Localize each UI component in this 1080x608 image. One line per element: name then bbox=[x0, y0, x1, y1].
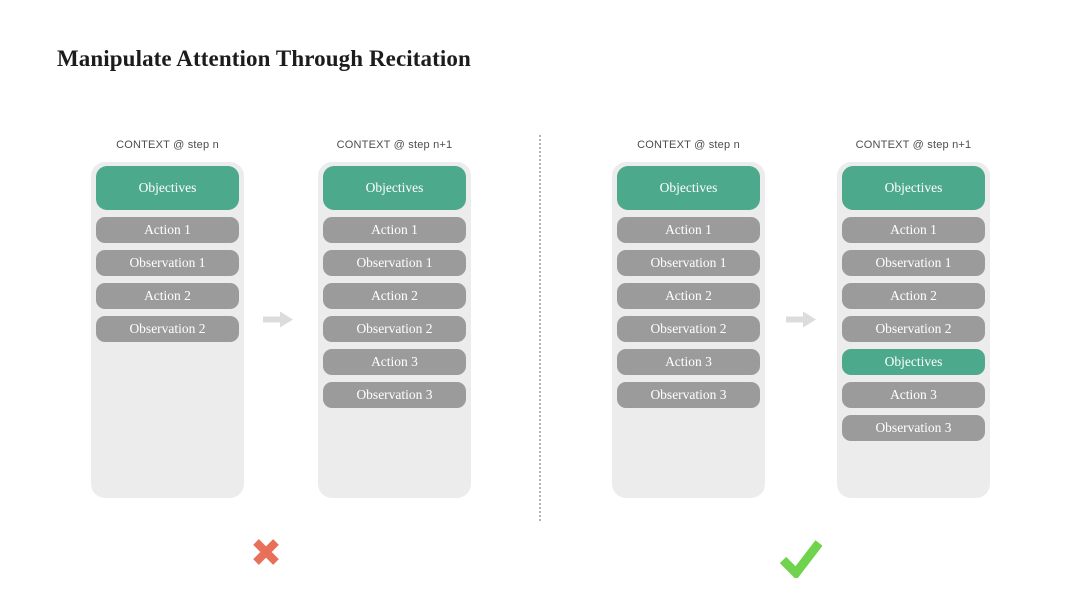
step-pill: Action 2 bbox=[323, 283, 466, 309]
step-pill: Action 1 bbox=[842, 217, 985, 243]
context-header-step-n1-right: CONTEXT @ step n+1 bbox=[855, 139, 972, 151]
step-pill: Observation 1 bbox=[96, 250, 239, 276]
arrow-right-icon bbox=[786, 311, 816, 328]
step-pill: Observation 2 bbox=[842, 316, 985, 342]
context-header-step-n1-left: CONTEXT @ step n+1 bbox=[336, 139, 453, 151]
step-pill: Observation 2 bbox=[96, 316, 239, 342]
objectives-pill: Objectives bbox=[617, 166, 760, 210]
step-pill: Action 3 bbox=[842, 382, 985, 408]
objectives-pill: Objectives bbox=[842, 166, 985, 210]
step-pill: Observation 3 bbox=[323, 382, 466, 408]
context-header-step-n-left: CONTEXT @ step n bbox=[116, 139, 219, 151]
context-header-step-n-right: CONTEXT @ step n bbox=[637, 139, 740, 151]
step-pill: Action 3 bbox=[323, 349, 466, 375]
objectives-pill: Objectives bbox=[323, 166, 466, 210]
step-pill: Action 2 bbox=[96, 283, 239, 309]
step-pill: Action 3 bbox=[617, 349, 760, 375]
step-pill: Observation 2 bbox=[323, 316, 466, 342]
step-pill: Action 1 bbox=[617, 217, 760, 243]
check-icon bbox=[779, 540, 822, 578]
step-pill: Action 2 bbox=[617, 283, 760, 309]
objectives-pill: Objectives bbox=[842, 349, 985, 375]
step-pill: Action 2 bbox=[842, 283, 985, 309]
step-pill: Observation 1 bbox=[842, 250, 985, 276]
step-pill: Observation 1 bbox=[617, 250, 760, 276]
slide-title: Manipulate Attention Through Recitation bbox=[57, 46, 471, 71]
dotted-divider bbox=[539, 135, 541, 523]
objectives-pill: Objectives bbox=[96, 166, 239, 210]
step-pill: Observation 3 bbox=[617, 382, 760, 408]
cross-icon bbox=[253, 539, 279, 565]
step-pill: Observation 1 bbox=[323, 250, 466, 276]
step-pill: Observation 3 bbox=[842, 415, 985, 441]
arrow-right-icon bbox=[263, 311, 293, 328]
step-pill: Action 1 bbox=[96, 217, 239, 243]
step-pill: Observation 2 bbox=[617, 316, 760, 342]
step-pill: Action 1 bbox=[323, 217, 466, 243]
